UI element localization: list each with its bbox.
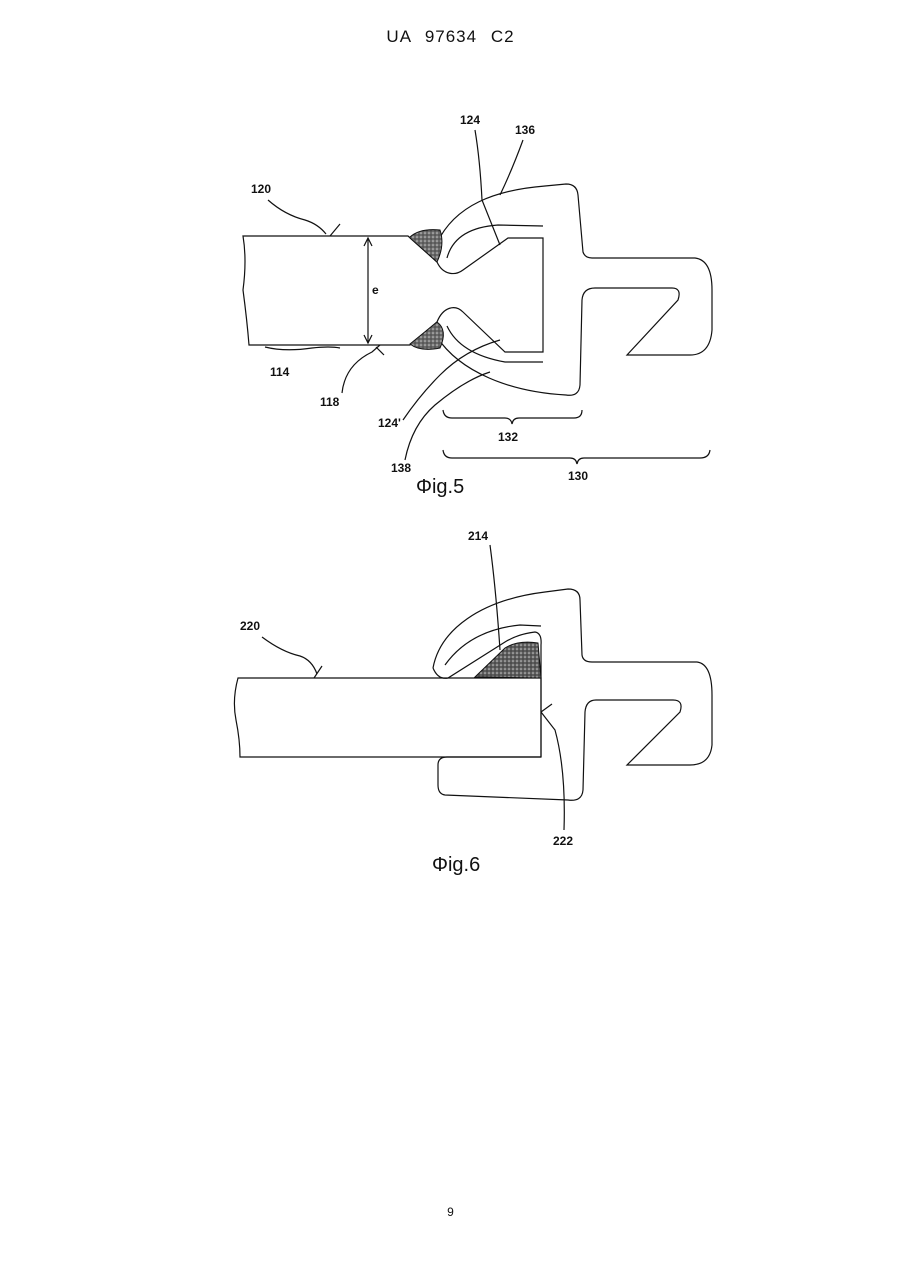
panel-body	[243, 236, 380, 345]
figure-5-caption: Φig.5	[416, 476, 464, 498]
label-124: 124	[460, 113, 480, 127]
leader-118	[342, 345, 380, 393]
leader-220	[262, 637, 317, 674]
leader-214	[490, 545, 500, 650]
leader-138	[405, 372, 490, 460]
label-114: 114	[270, 365, 290, 379]
label-132: 132	[498, 430, 518, 444]
page-number: 9	[0, 1205, 901, 1219]
label-222: 222	[553, 834, 573, 848]
leader-124p	[403, 340, 500, 420]
label-118: 118	[320, 395, 340, 409]
label-130: 130	[568, 469, 588, 483]
leader-120	[268, 200, 326, 234]
label-136: 136	[515, 123, 535, 137]
figure-6-diagram: 214 220 222 Φig.6	[0, 520, 901, 880]
label-e: e	[372, 283, 379, 297]
sealant-bottom	[410, 322, 443, 349]
profile-outer	[437, 184, 712, 395]
bracket-132	[443, 410, 582, 424]
label-138: 138	[391, 461, 411, 475]
figure-5-diagram: 120 124 136 e 114 118 124' 132 138 130 Φ…	[0, 100, 901, 510]
panel-body-6	[234, 678, 541, 757]
profile-outer-6	[433, 589, 712, 800]
leader-222	[541, 712, 564, 830]
bracket-130	[443, 450, 710, 464]
leader-114	[265, 347, 340, 350]
patent-header: UA 97634 C2	[0, 27, 901, 47]
figure-6-caption: Φig.6	[432, 854, 480, 876]
label-120: 120	[251, 182, 271, 196]
sealant-6	[475, 642, 541, 678]
sealant-top	[410, 230, 442, 262]
label-214: 214	[468, 529, 488, 543]
label-124-prime: 124'	[378, 416, 401, 430]
leader-136	[500, 140, 523, 195]
label-220: 220	[240, 619, 260, 633]
